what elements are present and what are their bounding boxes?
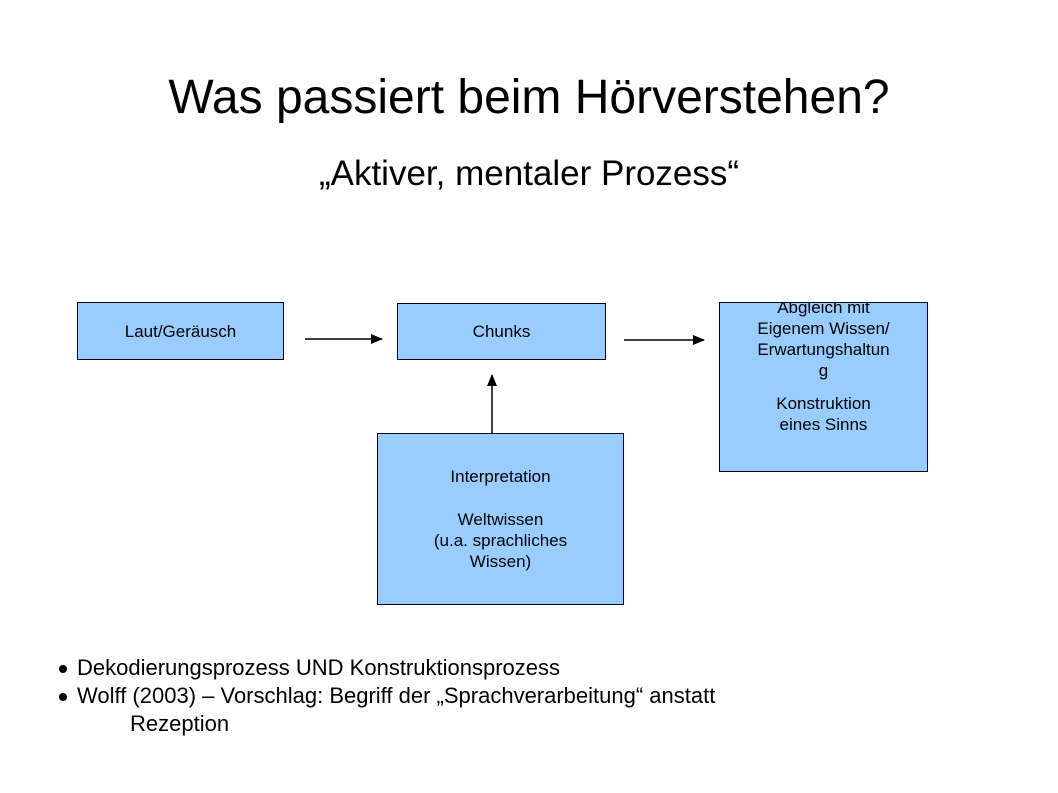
bullet-text-1: Dekodierungsprozess UND Konstruktionspro… (77, 655, 560, 680)
box-interpretation: Interpretation Weltwissen (u.a. sprachli… (377, 433, 624, 605)
page-title: Was passiert beim Hörverstehen? (168, 71, 890, 124)
bullet-item: Wolff (2003) – Vorschlag: Begriff der „S… (55, 682, 1015, 738)
interp-line-1: Interpretation (450, 467, 551, 486)
box-abgleich: Abgleich mit Eigenem Wissen/ Erwartungsh… (719, 302, 928, 472)
page-subtitle: „Aktiver, mentaler Prozess“ (318, 154, 740, 193)
abgleich-text-group: Abgleich mit Eigenem Wissen/ Erwartungsh… (724, 302, 924, 381)
interp-line-4: Wissen) (469, 552, 532, 571)
box-chunks-label: Chunks (472, 322, 531, 341)
abgleich-line-1: Abgleich mit (777, 302, 870, 317)
bullet-text-2-continuation: Rezeption (130, 711, 230, 736)
box-chunks: Chunks (397, 303, 606, 360)
bullet-item: Dekodierungsprozess UND Konstruktionspro… (55, 654, 1015, 682)
abgleich-line-3: Erwartungshaltun (757, 340, 890, 359)
abgleich-line-5: Konstruktion (776, 394, 871, 413)
bullet-list: Dekodierungsprozess UND Konstruktionspro… (55, 654, 1015, 738)
box-laut-geraeusch: Laut/Geräusch (77, 302, 284, 360)
abgleich-line-4: g (818, 361, 829, 380)
box-laut-label: Laut/Geräusch (124, 321, 237, 341)
interp-line-3: (u.a. sprachliches (433, 531, 568, 550)
abgleich-line-2: Eigenem Wissen/ (757, 319, 890, 338)
bullet-text-2: Wolff (2003) – Vorschlag: Begriff der „S… (77, 683, 716, 708)
abgleich-line-6: eines Sinns (779, 415, 868, 434)
konstruktion-text-group: Konstruktion eines Sinns (724, 393, 924, 435)
interp-line-2: Weltwissen (457, 510, 544, 529)
